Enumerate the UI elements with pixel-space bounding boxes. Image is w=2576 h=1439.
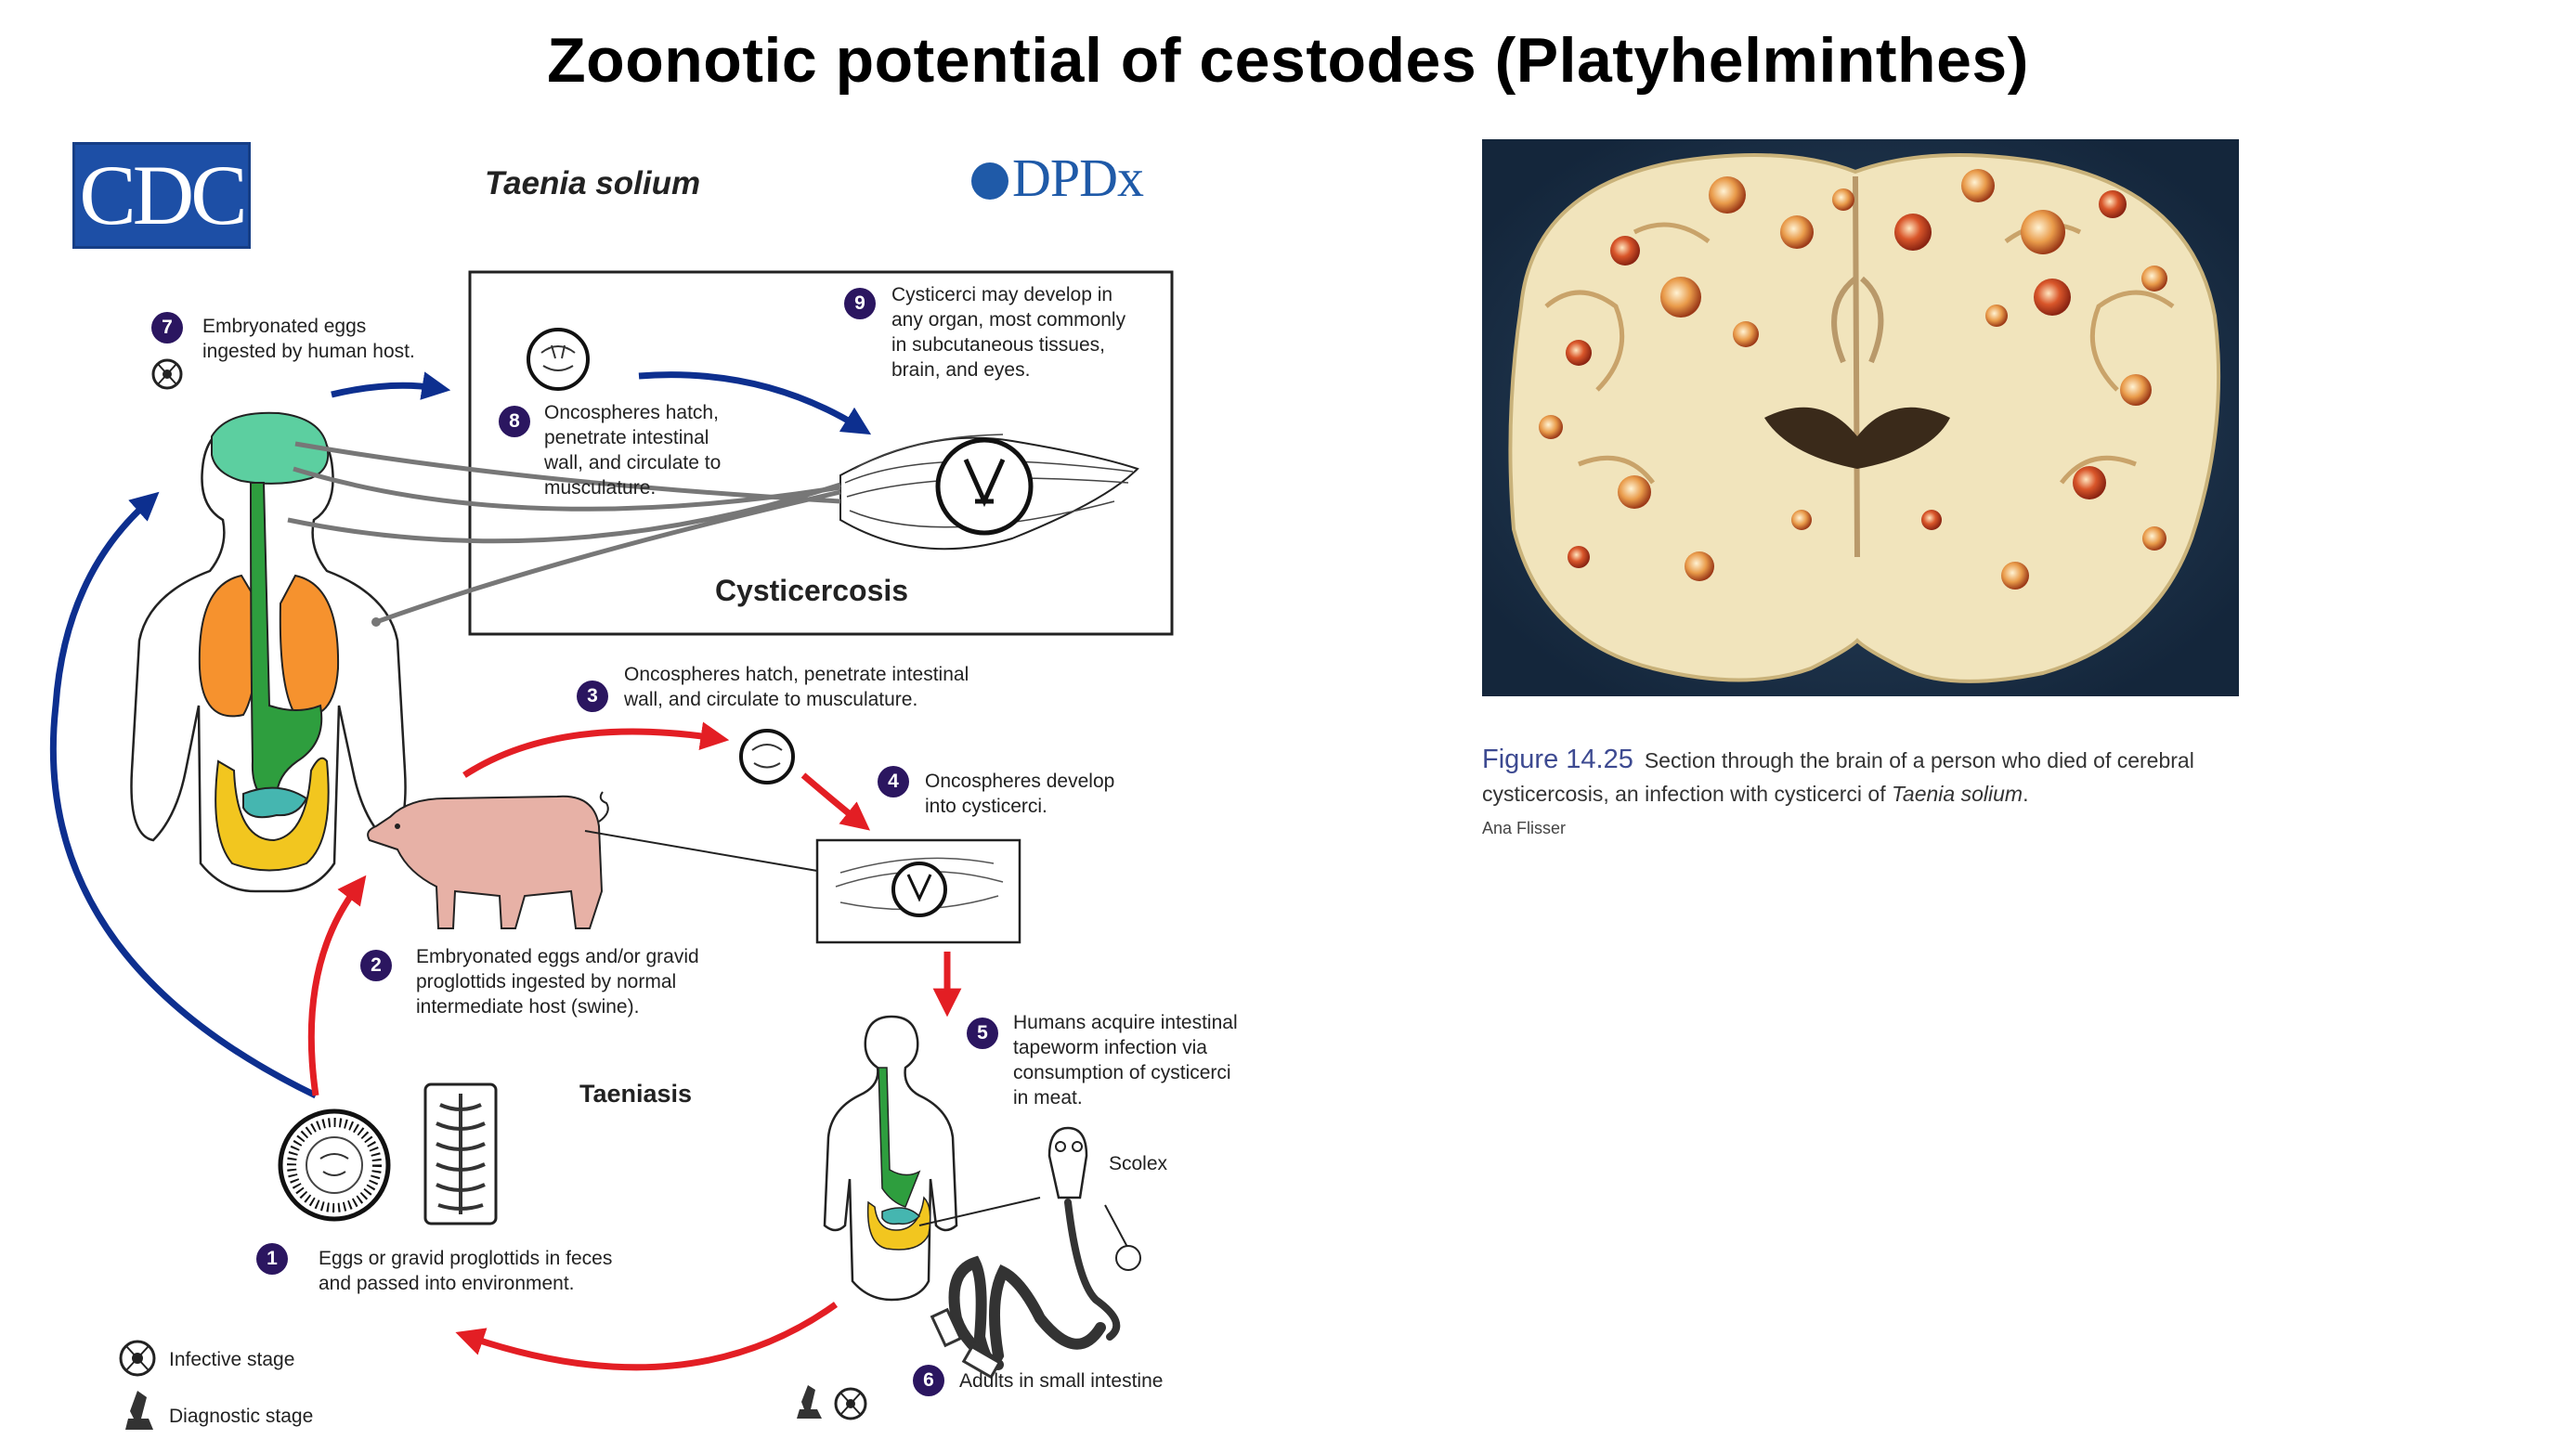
brain-section-photo — [1482, 139, 2239, 696]
step-5-badge: 5 — [967, 1018, 998, 1049]
legend-infective-label: Infective stage — [169, 1349, 295, 1370]
oncosphere-icon-step3 — [739, 729, 795, 784]
human-adult-tapeworm-figure — [823, 1015, 958, 1302]
dpdx-logo-text: DPDx — [1012, 148, 1144, 208]
gravid-proglottid-icon — [423, 1082, 498, 1225]
egg-icon — [278, 1108, 391, 1222]
step-9-badge: 9 — [844, 288, 876, 319]
step-9-text: Cysticerci may develop in any organ, mos… — [891, 284, 1126, 381]
dpdx-icon — [971, 162, 1008, 200]
arrow-3-to-4 — [800, 772, 871, 831]
step-7-badge: 7 — [151, 312, 183, 344]
slide-title: Zoonotic potential of cestodes (Platyhel… — [547, 25, 2029, 96]
step-6-badge: 6 — [913, 1365, 944, 1396]
step-6-text: Adults in small intestine — [959, 1370, 1164, 1392]
arrow-2-to-3 — [462, 721, 730, 778]
cysticerci-muscle-box — [815, 838, 1021, 944]
scolex-label: Scolex — [1109, 1153, 1168, 1174]
arrow-6-to-1 — [455, 1302, 839, 1371]
species-title: Taenia solium — [485, 165, 701, 201]
caption-species: Taenia solium — [1891, 782, 2023, 806]
step-1-text: Eggs or gravid proglottids in feces and … — [319, 1248, 613, 1294]
step-3-text: Oncospheres hatch, penetrate intestinal … — [624, 664, 969, 710]
cdc-logo: CDC — [72, 142, 251, 249]
step-7-text: Embryonated eggs ingested by human host. — [202, 316, 415, 362]
pig-icon — [367, 791, 609, 929]
diagnostic-stage-icon-step6 — [797, 1385, 822, 1419]
step-1-badge: 1 — [256, 1243, 288, 1275]
diagnostic-stage-legend-icon — [125, 1391, 153, 1430]
human-host-figure — [130, 411, 407, 893]
legend-diagnostic-label: Diagnostic stage — [169, 1406, 314, 1427]
arrow-1-to-7 — [49, 491, 318, 1099]
cysticercosis-label: Cysticercosis — [715, 574, 908, 607]
step-8-badge: 8 — [499, 406, 530, 437]
infective-stage-icon-step7 — [151, 358, 183, 390]
dpdx-logo: DPDx — [971, 147, 1144, 209]
arrow-8-to-9 — [638, 371, 872, 435]
caption-suffix: . — [2023, 782, 2029, 806]
figure-credit: Ana Flisser — [1482, 819, 1567, 837]
infective-stage-legend-icon — [119, 1340, 156, 1377]
tapeworm-strobila-icon — [948, 1199, 1121, 1370]
arrow-1-to-2 — [307, 875, 367, 1096]
step-4-text: Oncospheres develop into cysticerci. — [925, 771, 1115, 817]
step-2-text: Embryonated eggs and/or gravid proglotti… — [416, 946, 699, 1018]
infective-stage-icon-step6 — [834, 1387, 867, 1420]
caption-text: Section through the brain of a person wh… — [1482, 748, 2194, 806]
step-4-badge: 4 — [878, 766, 909, 797]
figure-number: Figure 14.25 — [1482, 745, 1633, 774]
arrow-7-to-8 — [331, 371, 451, 400]
taeniasis-label: Taeniasis — [579, 1080, 693, 1108]
step-2-badge: 2 — [360, 950, 392, 981]
step-8-text: Oncospheres hatch, penetrate intestinal … — [544, 402, 722, 499]
oncosphere-icon — [527, 328, 590, 391]
scolex-icon — [1047, 1126, 1141, 1271]
step-3-badge: 3 — [577, 681, 608, 712]
step-5-text: Humans acquire intestinal tapeworm infec… — [1013, 1012, 1238, 1108]
cysticercus-in-muscle-icon — [839, 434, 1139, 551]
